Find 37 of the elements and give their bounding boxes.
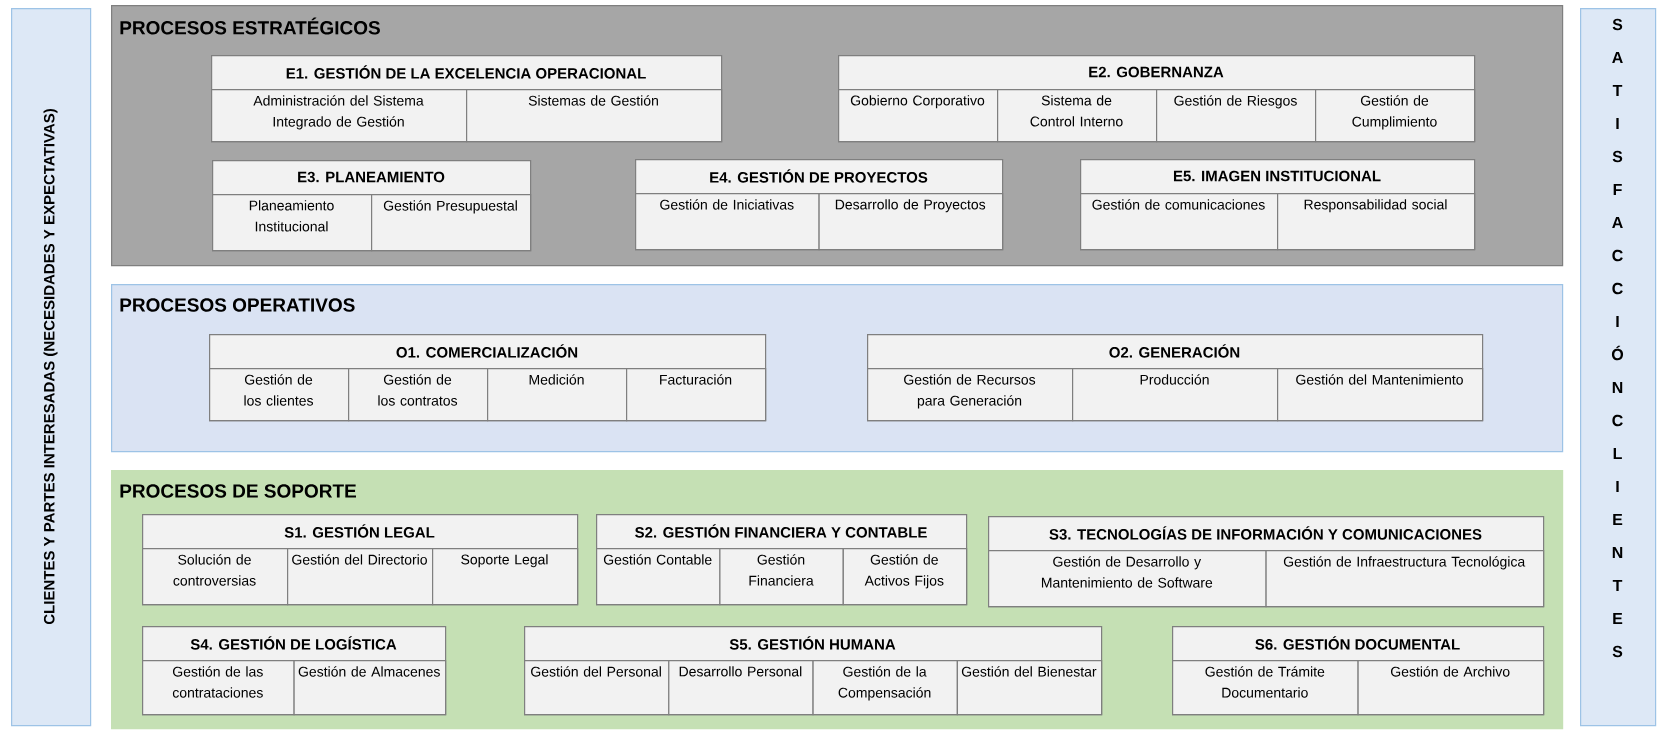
process-cell: Gestión de comunicaciones — [1080, 193, 1279, 251]
process-cell: Sistemas de Gestión — [466, 89, 723, 143]
process-cell: Gestión de Archivo — [1357, 660, 1545, 716]
side-band: SATISFACCIÓN CLIENTES — [1580, 8, 1657, 727]
process-cell: Gestión Presupuestal — [371, 194, 532, 252]
process-cell: Gestión de los contratos — [348, 368, 489, 422]
process-cell: Gestión de Activos Fijos — [842, 548, 968, 606]
process-cell: Gestión de Recursos para Generación — [867, 368, 1074, 422]
process-cell: Gestión del Directorio — [287, 548, 434, 606]
process-cell: Planeamiento Institucional — [212, 194, 373, 252]
process-cell: Gestión del Personal — [524, 660, 670, 716]
process-cell: Gestión de los clientes — [209, 368, 350, 422]
process-cell: Sistema de Control Interno — [997, 89, 1158, 143]
process-cell: Gestión de Iniciativas — [635, 193, 820, 251]
process-cell: Responsabilidad social — [1277, 193, 1476, 251]
process-cell: Gestión Contable — [596, 548, 721, 606]
process-cell: Gestión de la Compensación — [812, 660, 958, 716]
process-cell: Producción — [1072, 368, 1279, 422]
process-cell: Gestión de Riesgos — [1156, 89, 1317, 143]
side-band: CLIENTES Y PARTES INTERESADAS (NECESIDADES Y EXPECTATIVAS) — [11, 8, 92, 727]
process-cell: Soporte Legal — [432, 548, 579, 606]
process-cell: Gobierno Corporativo — [838, 89, 999, 143]
process-cell: Gestión de Trámite Documentario — [1172, 660, 1359, 716]
process-cell: Desarrollo de Proyectos — [818, 193, 1004, 251]
process-cell: Solución de controversias — [142, 548, 289, 606]
process-cell: Gestión de Cumplimiento — [1315, 89, 1476, 143]
process-cell: Gestión del Mantenimiento — [1277, 368, 1484, 422]
process-cell: Gestión de Almacenes — [293, 660, 447, 716]
process-cell: Gestión Financiera — [719, 548, 844, 606]
process-cell: Gestión de Infraestructura Tecnológica — [1265, 550, 1545, 608]
process-cell: Medición — [487, 368, 628, 422]
process-cell: Gestión del Bienestar — [956, 660, 1103, 716]
process-cell: Facturación — [626, 368, 767, 422]
process-cell: Desarrollo Personal — [668, 660, 814, 716]
process-cell: Gestión de Desarrollo y Mantenimiento de Software — [988, 550, 1267, 608]
process-cell: Administración del Sistema Integrado de Gestión — [211, 89, 468, 143]
process-cell: Gestión de las contrataciones — [142, 660, 295, 716]
